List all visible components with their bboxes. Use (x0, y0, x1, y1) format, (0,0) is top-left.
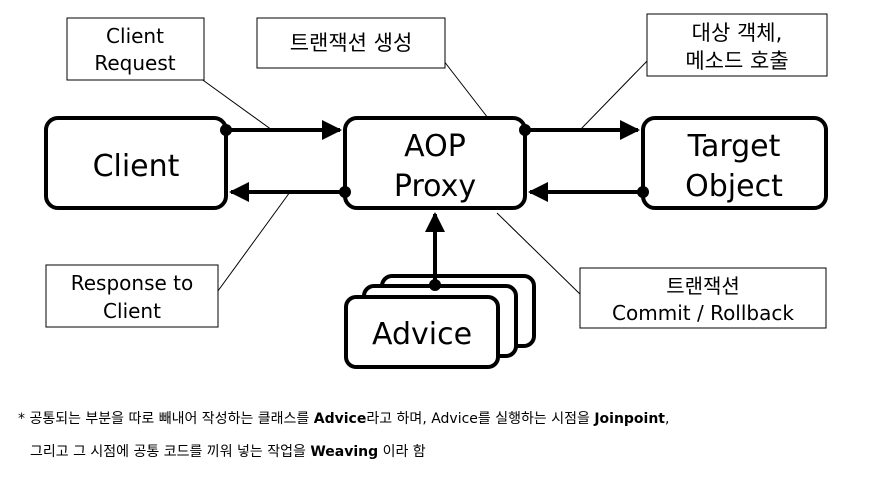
note-response-line1: Response to (71, 271, 194, 295)
note-client-request-line2: Request (94, 51, 175, 75)
leader-client-request (199, 77, 273, 131)
note-client-request-line1: Client (106, 24, 164, 48)
advice-stack: Advice (344, 274, 536, 369)
note-response-line2: Client (103, 299, 161, 323)
arrows (226, 120, 643, 285)
dot-target-return (637, 186, 649, 198)
caption-l2-a: 그리고 그 시점에 공통 코드를 끼워 넣는 작업을 (30, 444, 311, 460)
caption-joinpoint-term: Joinpoint (594, 411, 666, 427)
leader-response (214, 191, 291, 296)
leader-tx-commit (496, 212, 584, 298)
aop-proxy-diagram: Client AOP Proxy Target Object Advice Cl… (44, 13, 828, 369)
dot-proxy-response (339, 186, 351, 198)
leader-target-call (579, 57, 651, 131)
caption-line-1: * 공통되는 부분을 따로 빼내어 작성하는 클래스를 Advice라고 하며,… (18, 410, 669, 428)
caption-weaving-term: Weaving (310, 444, 379, 460)
note-tx-create: 트랜잭션 생성 (256, 17, 446, 69)
note-target-call-line2: 메소드 호출 (685, 49, 788, 73)
aop-proxy-box (343, 116, 527, 210)
target-object-label-2: Object (685, 169, 783, 204)
target-object-box (641, 116, 828, 210)
client-label: Client (93, 149, 180, 184)
client-box (44, 116, 228, 210)
note-tx-commit-line2: Commit / Rollback (612, 301, 794, 325)
note-tx-create-text: 트랜잭션 생성 (290, 31, 413, 55)
note-client-request: Client Request (66, 17, 205, 81)
leader-lines (199, 55, 651, 298)
dot-client-request (220, 124, 232, 136)
target-object-label-1: Target (687, 129, 781, 164)
dot-proxy-call (519, 124, 531, 136)
advice-box-front (344, 295, 500, 369)
leader-tx-create (439, 55, 489, 119)
caption-l2-c: 이라 함 (378, 444, 426, 460)
caption-l1-e: , (665, 411, 670, 427)
note-tx-commit: 트랜잭션 Commit / Rollback (579, 267, 827, 329)
aop-proxy-label-2: Proxy (394, 169, 476, 204)
aop-proxy-label-1: AOP (404, 129, 466, 164)
connection-dots (220, 124, 649, 291)
caption-l1-a: * 공통되는 부분을 따로 빼내어 작성하는 클래스를 (18, 411, 314, 427)
note-target-call: 대상 객체, 메소드 호출 (646, 13, 828, 77)
caption-advice-term: Advice (313, 411, 367, 427)
note-response: Response to Client (45, 264, 219, 328)
note-target-call-line1: 대상 객체, (692, 21, 783, 45)
dot-advice (429, 279, 441, 291)
note-tx-commit-line1: 트랜잭션 (666, 274, 740, 298)
advice-label: Advice (372, 317, 472, 352)
caption-l1-c: 라고 하며, Advice를 실행하는 시점을 (366, 411, 595, 427)
caption-line-2: 그리고 그 시점에 공통 코드를 끼워 넣는 작업을 Weaving 이라 함 (30, 443, 426, 461)
